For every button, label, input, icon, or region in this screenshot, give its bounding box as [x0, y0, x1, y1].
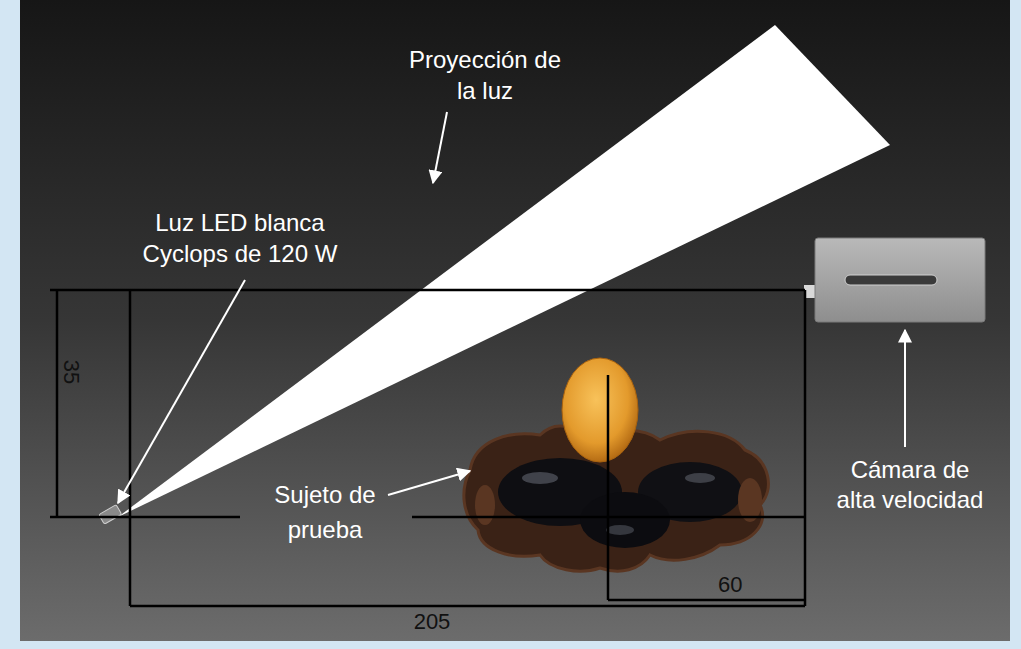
background-panel: [20, 0, 1010, 641]
light-projection-label: Proyección de la luz: [405, 44, 565, 106]
led-lamp: [99, 505, 122, 525]
dimension-lines: [50, 290, 805, 606]
dimension-value: 205: [414, 611, 451, 633]
dimension-value: 60: [718, 574, 742, 596]
subject-head: [562, 358, 638, 462]
leader-arrows: [118, 112, 905, 503]
high-speed-camera: [804, 238, 985, 322]
test-subject-label: Sujeto de prueba: [250, 478, 400, 548]
led-light-label: Luz LED blanca Cyclops de 120 W: [120, 207, 360, 269]
dimension-value: 35: [60, 360, 82, 384]
camera-label: Cámara de alta velocidad: [835, 455, 985, 515]
